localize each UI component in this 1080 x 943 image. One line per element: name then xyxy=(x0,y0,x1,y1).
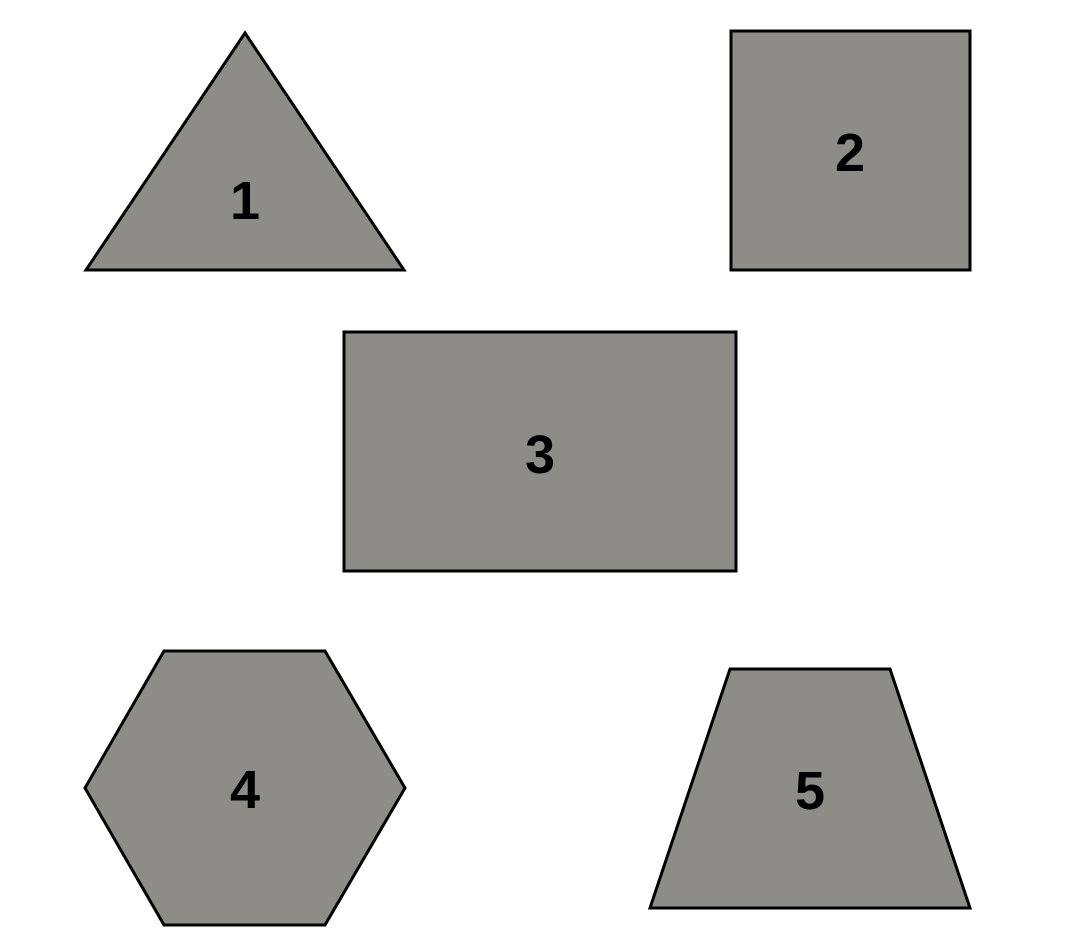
shape-2-label: 2 xyxy=(835,123,865,183)
shape-4-hexagon-group: 4 xyxy=(83,649,407,927)
shape-3-rectangle xyxy=(342,330,738,573)
shape-3-rectangle-group: 3 xyxy=(342,330,738,573)
shape-1-triangle xyxy=(83,30,407,272)
shape-4-hexagon xyxy=(83,649,407,927)
shape-5-trapezoid xyxy=(647,667,973,910)
shape-5-trapezoid-group: 5 xyxy=(647,667,973,910)
shape-5-label: 5 xyxy=(795,761,825,821)
shape-2-square-group: 2 xyxy=(729,29,972,272)
shape-4-label: 4 xyxy=(230,760,260,820)
shape-3-label: 3 xyxy=(525,425,555,485)
shape-2-square xyxy=(729,29,972,272)
shape-1-label: 1 xyxy=(230,171,260,231)
shape-1-triangle-group: 1 xyxy=(83,30,407,272)
